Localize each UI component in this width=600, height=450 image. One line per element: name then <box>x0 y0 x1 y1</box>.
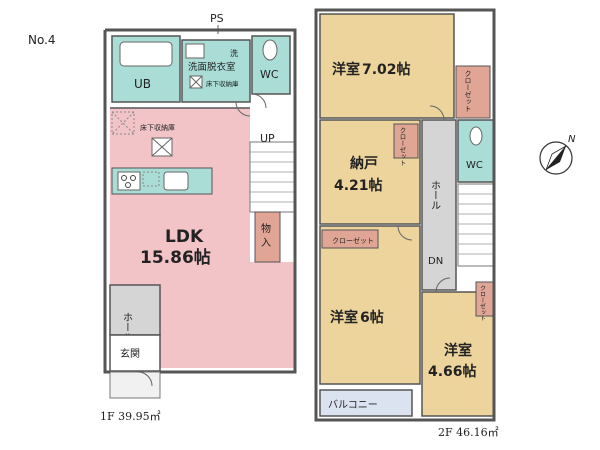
closet-nando <box>393 123 419 159</box>
washroom-mark: 洗 <box>230 48 238 58</box>
dishwasher <box>142 171 160 187</box>
room1-size: 7.02帖 <box>362 61 411 78</box>
closet-nando-label: クローゼット <box>398 127 406 167</box>
door-swing-b <box>235 101 251 117</box>
washroom-label: 洗面脱衣室 <box>188 61 236 73</box>
door-swing-f <box>435 277 451 293</box>
underfloor-storage-a: 床下収納庫 <box>206 79 239 88</box>
sink <box>163 171 189 191</box>
stair-1f-treads <box>250 151 295 203</box>
bathtub <box>119 41 173 67</box>
compass-ring <box>539 141 573 175</box>
balcony-label: バルコニー <box>328 399 378 411</box>
balcony <box>319 389 413 417</box>
room2-size: 6帖 <box>360 309 384 326</box>
room1 <box>319 13 455 119</box>
area-2f: 2F 46.16㎡ <box>438 426 499 439</box>
outer-wall-2f <box>314 8 496 422</box>
room2 <box>319 225 421 385</box>
door-swing-e <box>397 225 413 241</box>
dn-label: DN <box>428 256 443 267</box>
outer-wall-1f <box>103 28 297 374</box>
plan-number: No.4 <box>28 33 56 47</box>
closet1 <box>455 65 491 119</box>
compass-n: N <box>568 134 576 145</box>
closet-1f-label-b: 入 <box>261 238 271 249</box>
hall-2f <box>421 119 457 291</box>
washbasin <box>185 43 205 59</box>
entrance <box>109 334 161 372</box>
stair-2f-treads <box>458 193 494 255</box>
closet3-label: クローゼット <box>479 285 486 321</box>
room3-name: 洋室 <box>444 342 472 359</box>
room1-name: 洋室 <box>332 61 360 78</box>
stair-1f <box>249 141 296 213</box>
ldk-name: LDK <box>165 227 204 247</box>
wc-2f-label: WC <box>466 160 483 171</box>
door-swing-a <box>251 93 267 109</box>
underfloor-storage-b: 床下収納庫 <box>140 123 175 132</box>
hall-1f <box>109 284 161 336</box>
closet2 <box>321 229 379 249</box>
toilet-1f <box>262 39 278 61</box>
door-swing-d <box>429 105 445 121</box>
area-1f: 1F 39.95㎡ <box>100 410 161 423</box>
closet-1f <box>254 211 281 263</box>
porch-step <box>109 371 161 399</box>
up-label: UP <box>260 132 275 145</box>
closet1-label: クローゼット <box>464 70 472 112</box>
door-swing-c <box>137 371 153 387</box>
closet2-label: クローゼット <box>332 236 374 245</box>
toilet-2f <box>469 126 483 146</box>
room2-name: 洋室 <box>330 309 358 326</box>
compass: N <box>539 134 576 175</box>
closet-1f-label-a: 物 <box>261 222 271 235</box>
wc-1f-label: WC <box>260 68 279 81</box>
nando-size: 4.21帖 <box>334 177 383 194</box>
room3-size: 4.66帖 <box>428 363 477 380</box>
ldk-size: 15.86帖 <box>140 247 211 268</box>
second-floor: 洋室 7.02帖 クローゼット クローゼット 納戸 4.21帖 ホール DN W… <box>314 8 499 439</box>
ub-label: UB <box>134 77 151 91</box>
stair-2f <box>457 183 495 267</box>
ps-label: PS <box>210 12 224 25</box>
entrance-label: 玄関 <box>120 347 140 360</box>
hatch-b-dashed <box>111 111 135 135</box>
hall-2f-label: ホール <box>429 180 441 210</box>
first-floor: PS UP UB 洗 洗面脱衣室 床下収納庫 WC 床下収納庫 <box>100 12 297 423</box>
nando-name: 納戸 <box>350 155 378 172</box>
